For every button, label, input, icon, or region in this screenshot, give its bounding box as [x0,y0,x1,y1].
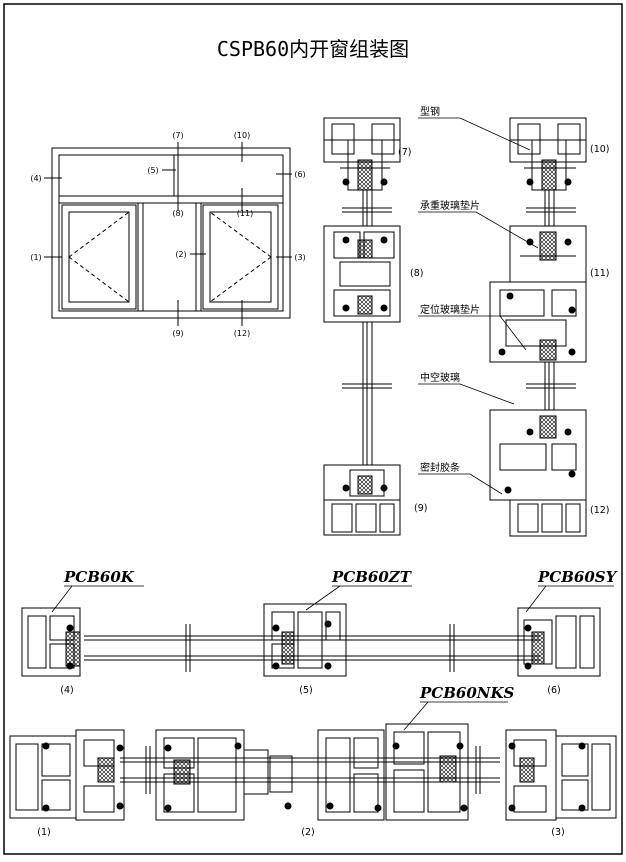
window-elevation [44,142,292,326]
callout-location-block: 定位玻璃垫片 [420,303,480,316]
hsec-number-6: (6) [547,685,560,696]
elev-label-3: (3) [294,253,305,262]
elev-label-8: (8) [172,209,183,218]
gaskets-right [498,178,576,494]
horizontal-section-row-2 [9,723,617,821]
hsec-number-2: (2) [301,827,314,838]
gaskets-row-1 [66,620,532,670]
elev-label-5: (5) [147,166,158,175]
hsec-number-4: (4) [60,685,73,696]
vsec-number-12: (12) [590,505,610,516]
vsec-number-11: (11) [590,268,610,279]
callout-leaders [418,117,539,495]
elev-label-11: (11) [237,209,253,218]
vsec-number-8: (8) [410,268,423,279]
vertical-section-left [323,117,401,536]
hsec-number-3: (3) [551,827,564,838]
sheet-border [3,3,623,855]
drawing-title: CSPB60内开窗组装图 [217,37,409,61]
vertical-section-right [489,117,587,537]
elev-label-7: (7) [172,131,183,140]
callout-insulating-glass: 中空玻璃 [420,371,460,384]
vsec-number-7: (7) [398,147,411,158]
elev-label-6: (6) [294,170,305,179]
code-leaders-row-1 [51,585,614,613]
elev-label-4: (4) [30,174,41,183]
elev-label-9: (9) [172,329,183,338]
horizontal-section-row-1 [21,603,601,677]
hsec-number-1: (1) [37,827,50,838]
elev-label-10: (10) [234,131,250,140]
code-leader-nks [403,701,508,731]
callout-steel: 型钢 [420,105,440,118]
elev-label-1: (1) [30,253,41,262]
hsec-number-5: (5) [299,685,312,696]
elev-label-2: (2) [175,250,186,259]
vsec-number-9: (9) [414,503,427,514]
code-pcb60zt: PCB60ZT [331,568,413,586]
vsec-number-10: (10) [590,144,610,155]
callout-sealant-strip: 密封胶条 [420,461,460,474]
code-pcb60sy: PCB60SY [537,568,618,586]
callout-setting-block: 承重玻璃垫片 [420,199,480,212]
gaskets-left [342,178,388,492]
code-pcb60k: PCB60K [63,568,135,586]
elev-label-12: (12) [234,329,250,338]
code-pcb60nks: PCB60NKS [419,684,515,702]
gaskets-row-2 [42,742,586,812]
